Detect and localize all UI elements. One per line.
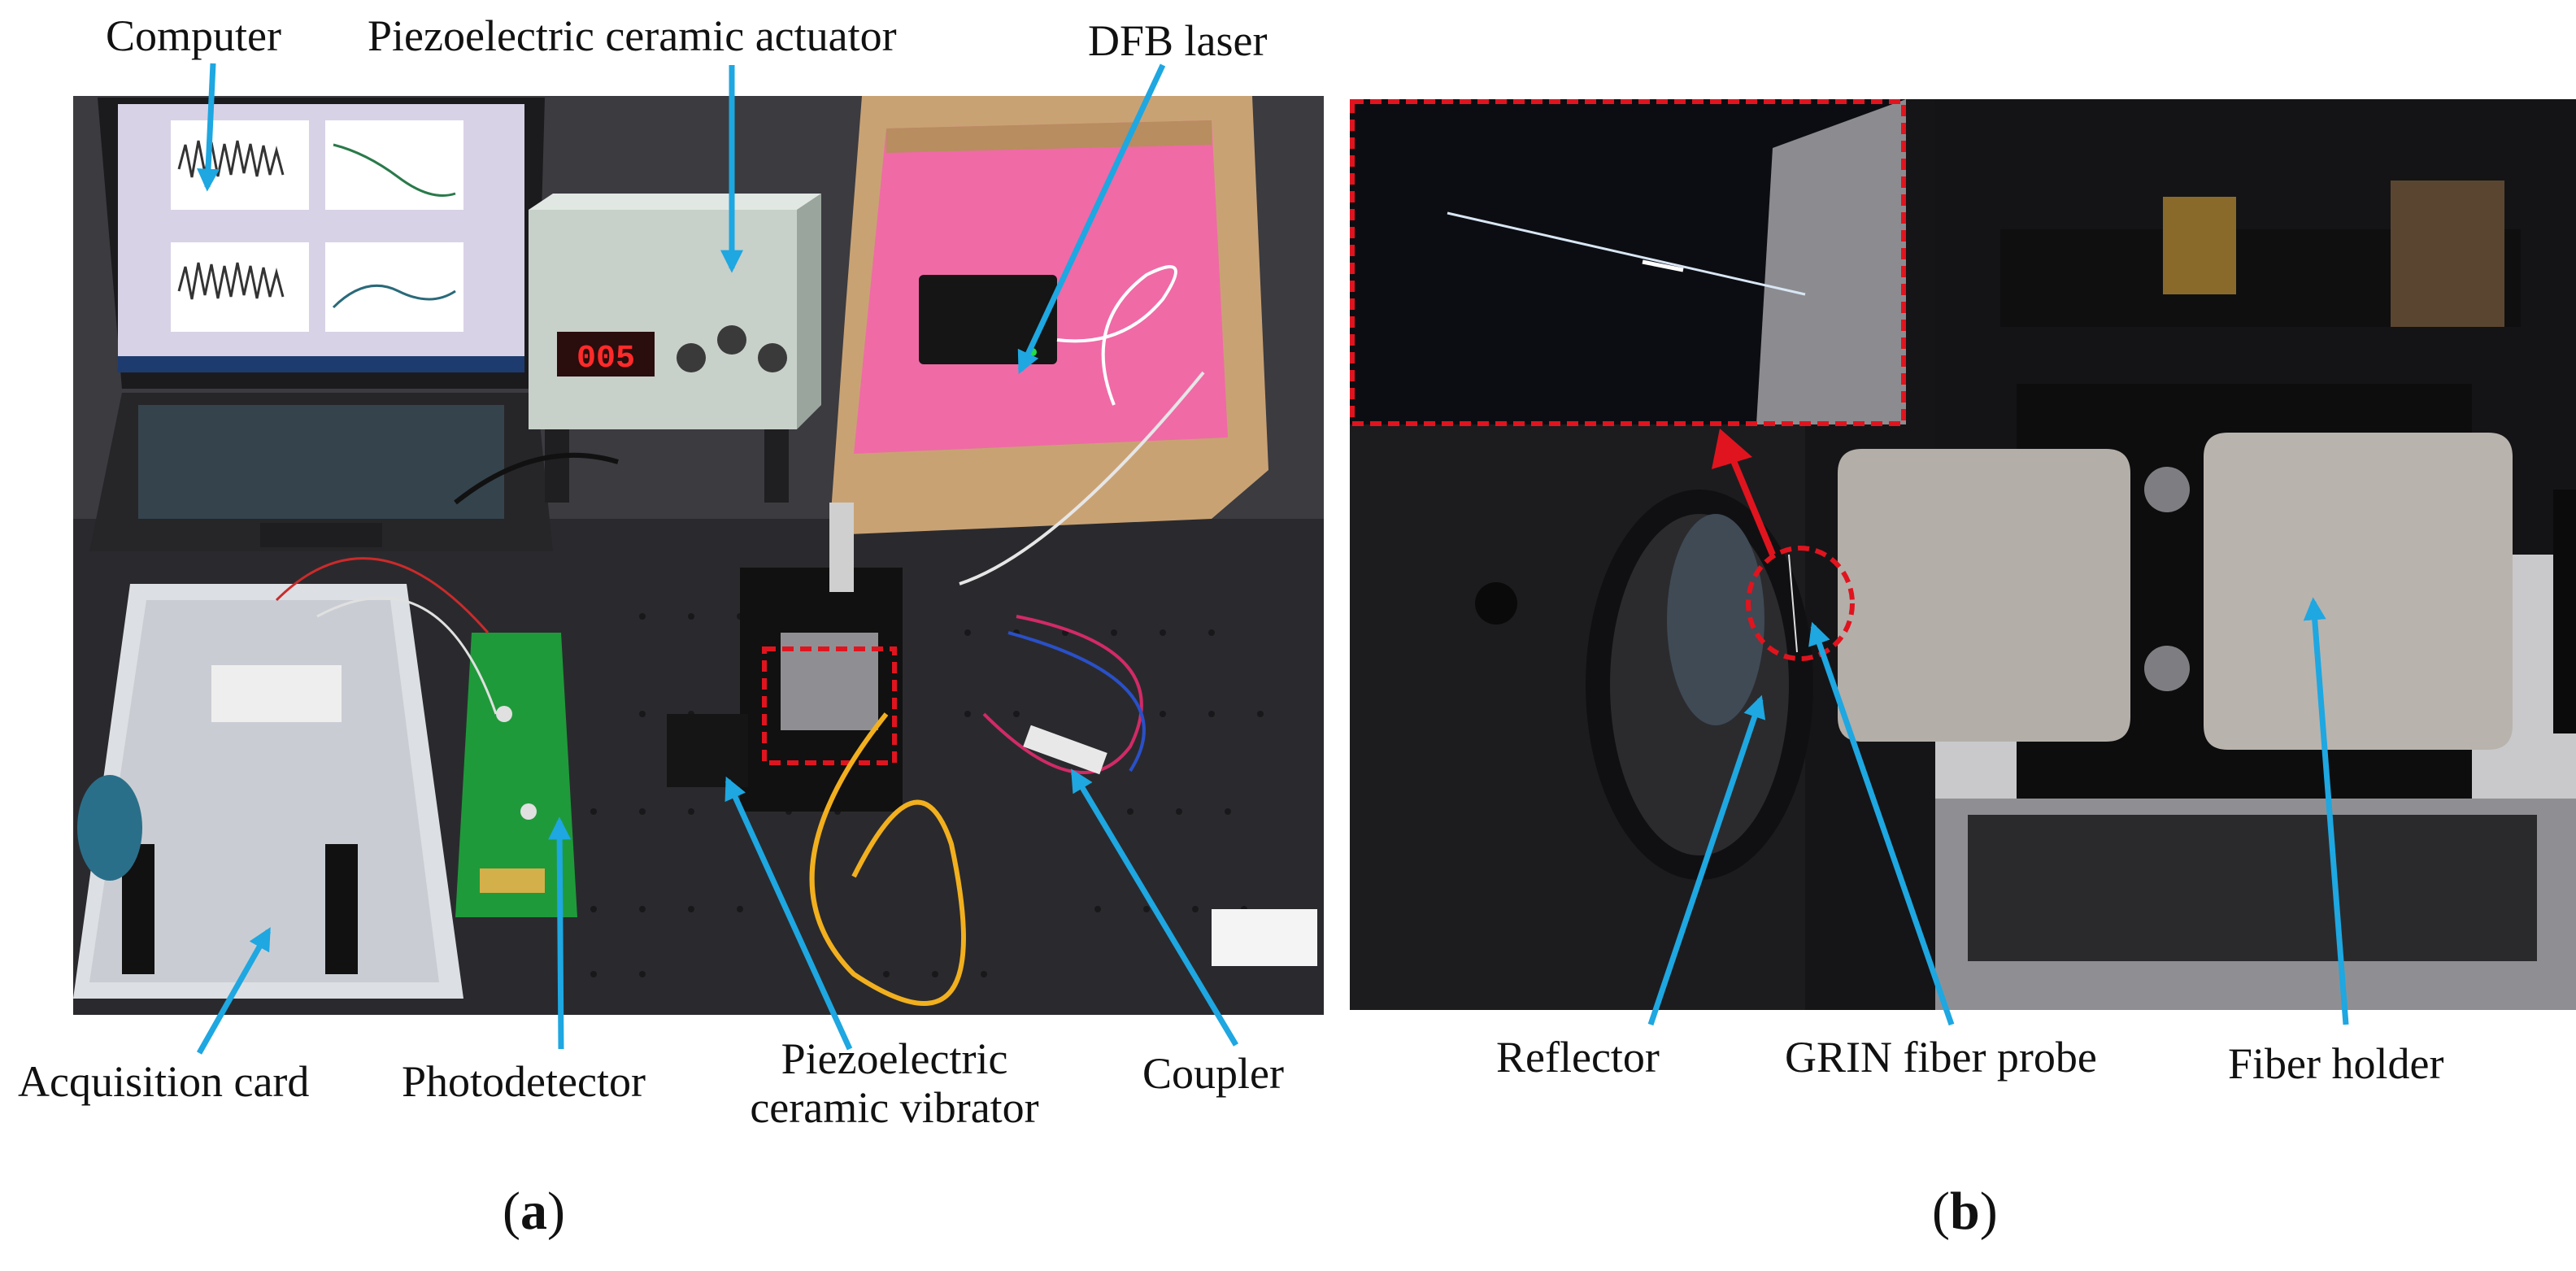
actuator-knob: [677, 343, 706, 372]
vibrator-highlight-box: [762, 646, 897, 765]
inset-magnified: [1350, 99, 1906, 426]
label-fiber-holder: Fiber holder: [2228, 1039, 2444, 1088]
label-grin-probe: GRIN fiber probe: [1785, 1033, 2097, 1082]
reflector-mount: [1586, 490, 1813, 880]
vibrator-stage: [667, 503, 903, 812]
cables: [275, 371, 1205, 1006]
label-dfb-laser: DFB laser: [1088, 16, 1268, 65]
panel-a-letter: a: [520, 1182, 547, 1241]
label-piezo-vibrator-line2: ceramic vibrator: [750, 1083, 1039, 1133]
label-computer: Computer: [106, 11, 281, 60]
inset-pointer-arrow: [1729, 455, 1776, 556]
sticker: [1212, 909, 1317, 966]
panel-b-tag: (b): [1932, 1182, 1998, 1241]
actuator-display-readout: 005: [577, 341, 635, 377]
label-piezo-vibrator: Piezoelectric ceramic vibrator: [724, 1034, 1065, 1133]
holder-screw: [2144, 467, 2190, 512]
screw: [2163, 181, 2504, 327]
laptop: [89, 98, 553, 551]
label-coupler: Coupler: [1142, 1049, 1284, 1098]
mouse: [77, 775, 142, 881]
panel-a-photo: 005: [73, 96, 1324, 1015]
coupler-body: [1023, 725, 1107, 775]
fiber-holder-left: [1838, 449, 2130, 742]
acquisition-card: [73, 584, 463, 999]
label-photodetector: Photodetector: [402, 1057, 646, 1106]
actuator-display: [557, 332, 655, 377]
fiber-holder-right: [2204, 433, 2513, 750]
probe-highlight-circle: [1746, 546, 1855, 661]
panel-a-tag: (a): [503, 1182, 565, 1241]
label-reflector: Reflector: [1496, 1033, 1660, 1082]
laser-box: [829, 96, 1268, 535]
label-piezo-actuator: Piezoelectric ceramic actuator: [368, 11, 897, 60]
inset-highlight-box: [1350, 99, 1906, 426]
panel-b-letter: b: [1949, 1182, 1980, 1241]
photodetector-board: [455, 633, 577, 917]
label-acquisition-card: Acquisition card: [18, 1057, 310, 1106]
panel-b-photo: [1350, 99, 2576, 1010]
label-piezo-vibrator-line1: Piezoelectric: [781, 1034, 1008, 1083]
